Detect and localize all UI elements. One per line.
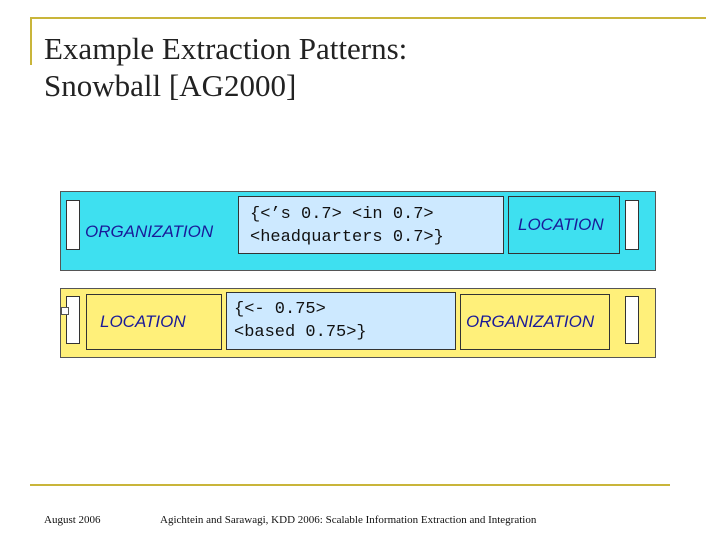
footer-rule bbox=[30, 484, 670, 486]
left-entity-organization: ORGANIZATION bbox=[85, 222, 214, 241]
pattern-line-2: <based 0.75>} bbox=[234, 323, 367, 342]
pattern-text-headquarters: {<’s 0.7> <in 0.7> <headquarters 0.7>} bbox=[250, 203, 444, 249]
right-slot-location bbox=[508, 196, 620, 254]
pattern-line-2: <headquarters 0.7>} bbox=[250, 228, 444, 247]
pattern-text-based: {<- 0.75> <based 0.75>} bbox=[234, 298, 367, 344]
slide-title-line-1: Example Extraction Patterns: bbox=[44, 31, 408, 66]
right-edge-slot bbox=[625, 200, 639, 250]
title-frame-top-rule bbox=[30, 17, 706, 19]
pattern-box-headquarters bbox=[238, 196, 504, 254]
left-entity-location: LOCATION bbox=[100, 312, 186, 331]
pattern-box-based bbox=[226, 292, 456, 350]
footer-date: August 2006 bbox=[44, 514, 101, 526]
right-entity-organization: ORGANIZATION bbox=[466, 312, 595, 331]
pattern-line-1: {<- 0.75> bbox=[234, 300, 326, 319]
right-slot-organization bbox=[460, 294, 610, 350]
left-slot-location bbox=[86, 294, 222, 350]
slide-title-line-2: Snowball [AG2000] bbox=[44, 68, 297, 103]
footer-credit: Agichtein and Sarawagi, KDD 2006: Scalab… bbox=[160, 514, 537, 526]
left-edge-slot-2 bbox=[66, 296, 80, 344]
right-entity-location: LOCATION bbox=[518, 215, 604, 234]
slide-title: Example Extraction Patterns: Snowball [A… bbox=[44, 30, 407, 104]
title-frame-left-rule bbox=[30, 17, 32, 65]
bullet-square-icon bbox=[61, 307, 69, 315]
left-edge-slot bbox=[66, 200, 80, 250]
pattern-line-1: {<’s 0.7> <in 0.7> bbox=[250, 205, 434, 224]
right-edge-slot-2 bbox=[625, 296, 639, 344]
